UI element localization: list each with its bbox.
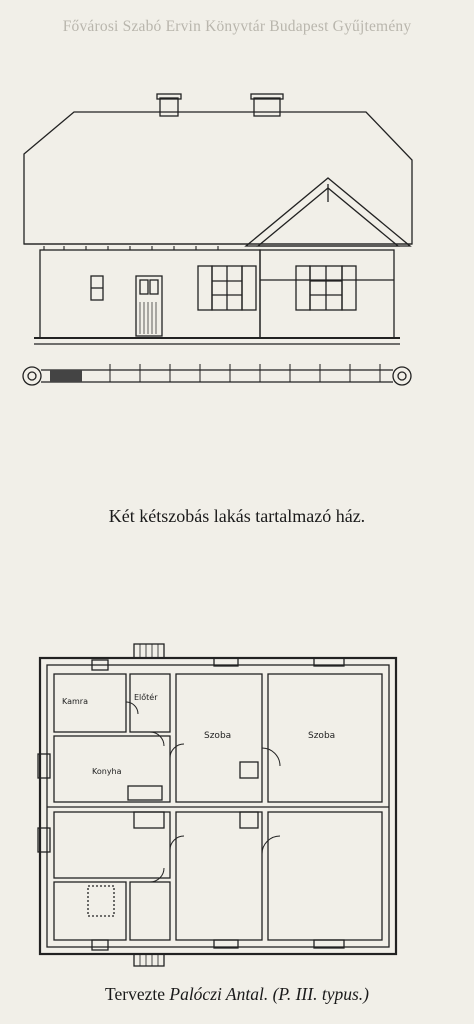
room-eloter <box>129 673 171 733</box>
label-konyha: Konyha <box>92 767 122 776</box>
oven-2 <box>239 811 259 829</box>
window-left-1 <box>37 753 51 779</box>
entry-steps-bottom <box>133 953 165 967</box>
room-konyha <box>53 735 171 803</box>
entry-steps-top <box>133 643 165 659</box>
front-door <box>135 275 163 337</box>
scale-bar <box>22 364 412 386</box>
room-szoba-right <box>267 673 383 803</box>
kitchen-stove <box>127 785 163 801</box>
footer-prefix: Tervezte <box>105 984 170 1004</box>
kitchen-stove-2 <box>133 811 165 829</box>
room-konyha-2 <box>53 811 171 879</box>
room-kamra-2 <box>53 881 127 941</box>
footer-type: (P. III. typus.) <box>268 984 369 1004</box>
window-shutters-2 <box>295 265 357 311</box>
kamra-shelf <box>87 885 115 917</box>
window-top-small <box>91 659 109 671</box>
gable-wall <box>259 249 395 339</box>
watermark-text: Fővárosi Szabó Ervin Könyvtár Budapest G… <box>62 18 412 35</box>
label-kamra: Kamra <box>62 697 88 706</box>
window-left-2 <box>37 827 51 853</box>
room-szoba-left <box>175 673 263 803</box>
room-szoba-left-2 <box>175 811 263 941</box>
room-kamra <box>53 673 127 733</box>
outer-wall <box>38 656 398 956</box>
inner-wall-line <box>46 664 390 948</box>
chimney-top-1 <box>213 657 239 667</box>
main-roof <box>23 111 413 245</box>
window-bottom-small <box>91 939 109 951</box>
chimney-left-cap <box>156 93 182 100</box>
chimney-left <box>159 97 179 117</box>
floor-plan-drawing: Kamra Előtér Konyha Szoba Szoba <box>37 643 398 967</box>
window-shutters-1 <box>197 265 257 311</box>
label-eloter: Előtér <box>134 692 158 702</box>
room-szoba-right-2 <box>267 811 383 941</box>
label-szoba-right: Szoba <box>308 731 335 741</box>
oven-1 <box>239 761 259 779</box>
room-eloter-2 <box>129 881 171 941</box>
chimney-bottom-1 <box>213 939 239 949</box>
chimney-right-cap <box>250 93 284 100</box>
chimney-bottom-2 <box>313 939 345 949</box>
house-elevation-drawing <box>22 93 413 386</box>
drawing-caption: Két kétszobás lakás tartalmazó ház. <box>108 506 366 526</box>
chimney-right <box>253 97 281 117</box>
footer-credit: Tervezte Palóczi Antal. (P. III. typus.) <box>0 984 474 1005</box>
chimney-top-2 <box>313 657 345 667</box>
footer-author: Palóczi Antal. <box>169 984 269 1004</box>
label-szoba-left: Szoba <box>204 731 231 741</box>
